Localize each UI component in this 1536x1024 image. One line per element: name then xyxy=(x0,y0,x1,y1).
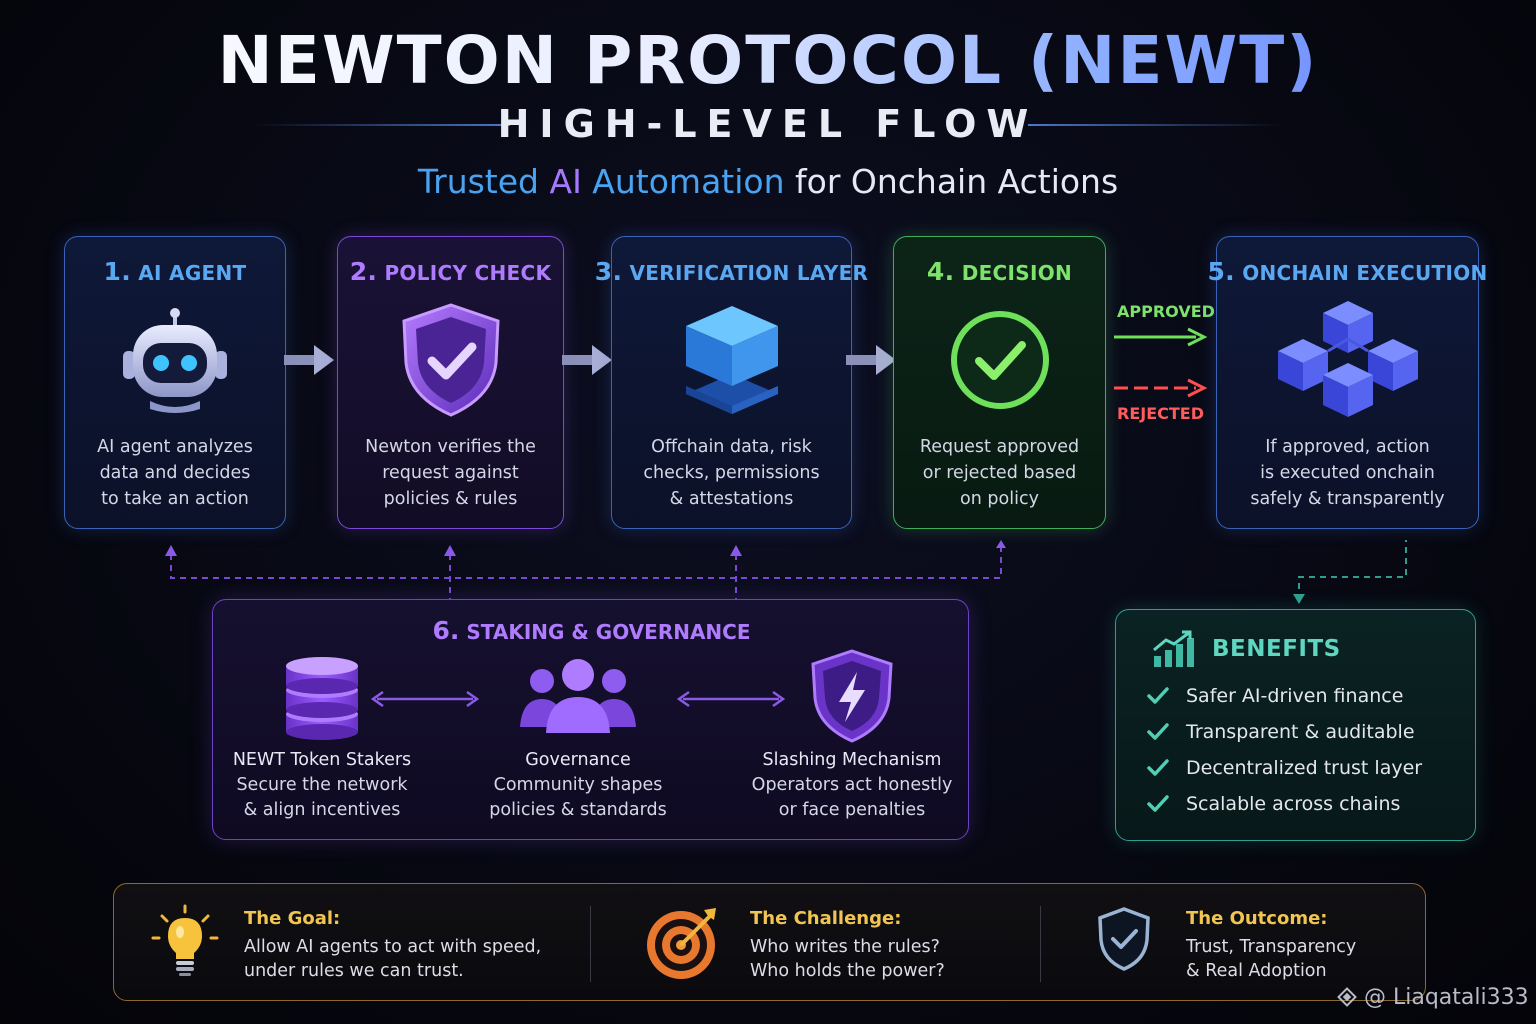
step-description: Newton verifies the request against poli… xyxy=(365,437,536,509)
watermark: @ Liaqatali333 xyxy=(1334,984,1529,1010)
benefit-item: Decentralized trust layer xyxy=(1146,756,1422,780)
layers-icon xyxy=(672,300,792,420)
step-number: 4. xyxy=(926,257,955,286)
shield-bolt-icon xyxy=(807,646,897,746)
step-number: 2. xyxy=(349,257,378,286)
outcome-heading: The Outcome: xyxy=(1186,908,1328,929)
gov-item-desc: Community shapes policies & standards xyxy=(489,775,667,820)
tagline-part-3: Automation xyxy=(581,162,785,201)
tagline-part-1: Trusted xyxy=(417,162,550,201)
staking-title: 6. STAKING & GOVERNANCE xyxy=(213,616,970,645)
tagline: Trusted AI Automation for Onchain Action… xyxy=(0,162,1536,201)
staking-governance-panel: 6. STAKING & GOVERNANCE NEW xyxy=(212,599,969,840)
gov-item-desc: Secure the network & align incentives xyxy=(236,775,408,820)
subtitle-divider-right xyxy=(1028,124,1283,126)
robot-icon xyxy=(115,300,235,420)
outcome-text: Trust, Transparency & Real Adoption xyxy=(1186,937,1357,981)
check-icon xyxy=(1147,759,1169,776)
step-description: AI agent analyzes data and decides to ta… xyxy=(97,437,253,509)
flow-arrow-right-icon xyxy=(846,345,896,375)
benefit-item: Transparent & auditable xyxy=(1146,720,1415,744)
goal-heading: The Goal: xyxy=(244,908,341,929)
tagline-part-4: for Onchain Actions xyxy=(784,162,1119,201)
step-card-policy-check: 2. POLICY CHECK Newton verifies the requ… xyxy=(337,236,564,529)
gov-item-governance: Governance Community shapes policies & s… xyxy=(463,646,693,823)
check-icon xyxy=(1147,687,1169,704)
step-number: 1. xyxy=(103,257,131,286)
check-icon xyxy=(1147,723,1169,740)
tagline-part-2: AI xyxy=(549,162,582,201)
step-label: STAKING & GOVERNANCE xyxy=(466,620,751,644)
shield-check-icon xyxy=(396,300,506,420)
check-icon xyxy=(1147,795,1169,812)
benefit-text: Transparent & auditable xyxy=(1186,721,1415,743)
step-number: 5. xyxy=(1207,257,1235,286)
benefit-item: Scalable across chains xyxy=(1146,792,1400,816)
gov-item-name: Slashing Mechanism xyxy=(762,750,942,770)
lightbulb-icon xyxy=(151,904,219,976)
step-number: 6. xyxy=(432,616,460,645)
divider xyxy=(590,906,591,982)
goal-text: Allow AI agents to act with speed, under… xyxy=(244,937,542,981)
double-arrow-icon xyxy=(370,690,480,708)
flow-arrow-right-icon xyxy=(284,345,334,375)
gov-item-desc: Operators act honestly or face penalties xyxy=(751,775,953,820)
step-description: Offchain data, risk checks, permissions … xyxy=(643,437,820,509)
divider xyxy=(1040,906,1041,982)
target-icon xyxy=(647,908,716,979)
benefit-text: Decentralized trust layer xyxy=(1186,757,1423,779)
challenge-heading: The Challenge: xyxy=(750,908,902,929)
step-label: AI AGENT xyxy=(138,261,247,285)
page-title: NEWTON PROTOCOL (NEWT) xyxy=(0,22,1536,99)
summary-bar: The Goal: Allow AI agents to act with sp… xyxy=(113,883,1426,1001)
rejected-label: REJECTED xyxy=(1117,404,1204,423)
blocks-icon xyxy=(1273,300,1423,420)
watermark-text: @ Liaqatali333 xyxy=(1364,984,1529,1010)
benefits-title: BENEFITS xyxy=(1212,636,1341,662)
benefit-text: Safer AI-driven finance xyxy=(1186,685,1404,707)
rejected-arrow-icon xyxy=(1114,378,1208,398)
governance-connector-lines xyxy=(165,540,1407,604)
growth-chart-icon xyxy=(1153,630,1194,667)
flow-arrow-right-icon xyxy=(562,345,612,375)
step-description: If approved, action is executed onchain … xyxy=(1250,437,1445,509)
step-title: 1. AI AGENT xyxy=(104,257,247,286)
step-title: 2. POLICY CHECK xyxy=(350,257,552,286)
page-subtitle: HIGH-LEVEL FLOW xyxy=(497,102,1039,146)
step-label: VERIFICATION LAYER xyxy=(629,261,869,285)
double-arrow-icon xyxy=(676,690,786,708)
shield-check-icon xyxy=(1098,907,1150,971)
gov-item-name: Governance xyxy=(525,750,631,770)
step-title: 4. DECISION xyxy=(927,257,1072,286)
step-card-decision: 4. DECISION Request approved or rejected… xyxy=(893,236,1106,529)
step-card-ai-agent: 1. AI AGENT AI agent analyzes data and d… xyxy=(64,236,286,529)
step-description: Request approved or rejected based on po… xyxy=(919,437,1080,509)
step-title: 5. ONCHAIN EXECUTION xyxy=(1207,257,1487,286)
check-circle-icon xyxy=(945,300,1055,420)
benefit-text: Scalable across chains xyxy=(1186,793,1401,815)
subtitle-divider-left xyxy=(255,124,510,126)
benefits-panel: BENEFITS Safer AI-driven finance Transpa… xyxy=(1115,609,1476,841)
step-number: 3. xyxy=(594,257,623,286)
approved-label: APPROVED xyxy=(1117,302,1215,321)
step-card-onchain-execution: 5. ONCHAIN EXECUTION If approved, action… xyxy=(1207,236,1487,529)
benefit-item: Safer AI-driven finance xyxy=(1146,684,1403,708)
step-label: POLICY CHECK xyxy=(384,261,552,285)
challenge-text: Who writes the rules? Who holds the powe… xyxy=(750,937,945,981)
diamond-logo-icon xyxy=(1337,987,1357,1007)
step-label: DECISION xyxy=(961,261,1073,285)
people-icon xyxy=(518,646,638,746)
step-title: 3. VERIFICATION LAYER xyxy=(595,257,869,286)
approved-arrow-icon xyxy=(1114,327,1208,347)
gov-item-token-stakers: NEWT Token Stakers Secure the network & … xyxy=(207,646,437,823)
step-card-verification-layer: 3. VERIFICATION LAYER Offchain data, ris… xyxy=(595,236,868,529)
step-label: ONCHAIN EXECUTION xyxy=(1242,261,1488,285)
gov-item-slashing: Slashing Mechanism Operators act honestl… xyxy=(737,646,967,823)
database-icon xyxy=(282,646,362,746)
gov-item-name: NEWT Token Stakers xyxy=(232,750,412,770)
